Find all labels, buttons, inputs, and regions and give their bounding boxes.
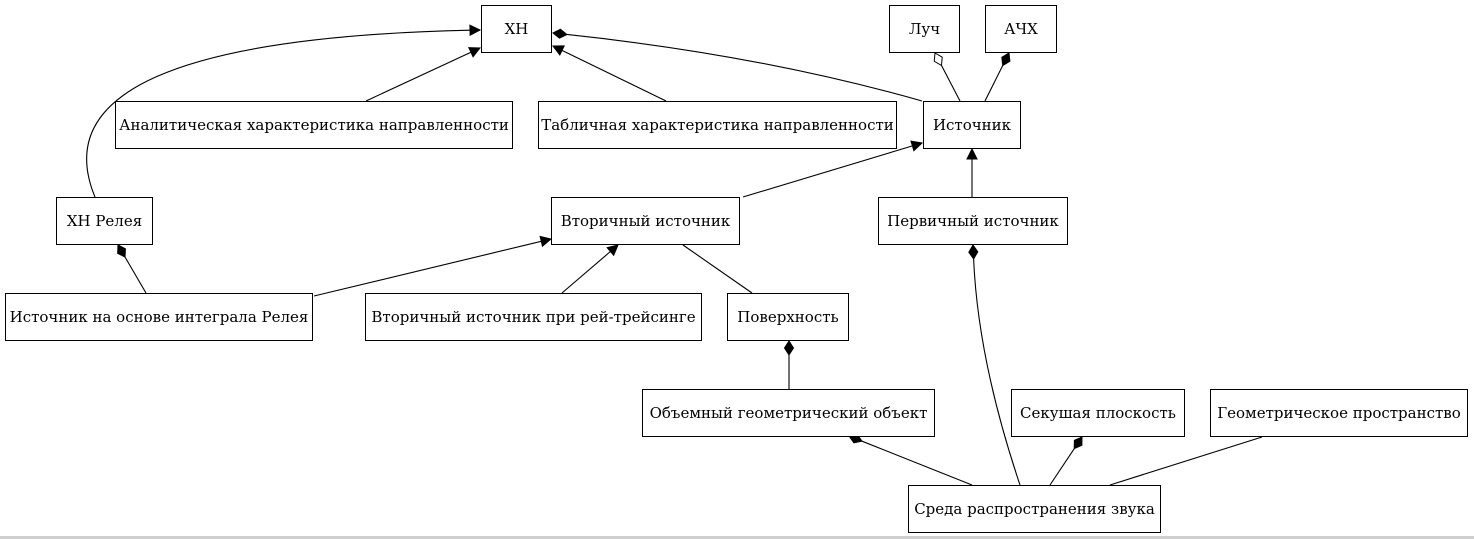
edge-secondary-to-source-line [742, 145, 913, 198]
edge-xn-rayleigh-to-xn [86, 24, 482, 198]
edge-secondary-to-surface-line [682, 244, 753, 294]
edge-source-to-achx-line [984, 65, 1004, 102]
node-volumetric-object[interactable]: Объемный геометрический объект [642, 389, 935, 437]
node-surface[interactable]: Поверхность [727, 293, 849, 341]
edge-rayleigh-source-to-secondary [313, 235, 553, 297]
edge-source-to-achx [984, 52, 1011, 102]
edge-medium-to-volume [848, 433, 973, 486]
edge-xn-rayleigh-to-xn-line [86, 29, 471, 198]
edge-source-to-achx-diamond [1001, 52, 1011, 67]
node-source[interactable]: Источник [923, 101, 1021, 149]
edge-primary-to-source [966, 147, 978, 197]
edge-medium-to-primary-line [973, 258, 1021, 486]
edge-raytracing-to-secondary-arrowhead [606, 244, 619, 257]
edge-source-to-xn [552, 28, 923, 102]
edge-secondary-to-surface [682, 244, 753, 294]
edge-analytic-to-xn [365, 47, 482, 102]
edge-secondary-to-source [742, 140, 924, 198]
edge-medium-to-plane [1049, 436, 1083, 486]
edge-medium-to-volume-line [861, 440, 973, 486]
bottom-divider [0, 536, 1474, 539]
node-table-directivity[interactable]: Табличная характеристика направленности [538, 101, 897, 149]
node-xn-rayleigh[interactable]: ХН Релея [56, 197, 153, 245]
node-xn[interactable]: ХН [481, 5, 552, 53]
edge-volume-to-surface [783, 340, 795, 389]
edge-rayleigh-source-to-xn-rayleigh-line [124, 256, 147, 294]
edge-source-to-luch-line [940, 65, 961, 102]
edge-medium-to-space-line [1109, 436, 1263, 486]
edge-raytracing-to-secondary [561, 244, 619, 294]
edge-table-to-xn [551, 45, 667, 102]
edge-medium-to-primary-diamond [968, 244, 979, 260]
edge-medium-to-plane-diamond [1073, 436, 1083, 450]
edge-rayleigh-source-to-secondary-line [313, 240, 542, 297]
edge-raytracing-to-secondary-line [561, 251, 611, 294]
node-rayleigh-integral-source[interactable]: Источник на основе интеграла Релея [5, 293, 313, 341]
edge-xn-rayleigh-to-xn-arrowhead [469, 24, 482, 37]
node-cutting-plane[interactable]: Секушая плоскость [1011, 389, 1185, 437]
edge-medium-to-plane-line [1049, 448, 1075, 486]
node-primary-source[interactable]: Первичный источник [878, 197, 1068, 245]
edge-analytic-to-xn-line [365, 51, 472, 102]
edge-table-to-xn-line [561, 49, 667, 102]
edge-medium-to-space [1109, 436, 1263, 486]
edge-rayleigh-source-to-secondary-arrowhead [539, 235, 553, 248]
node-achx[interactable]: АЧХ [985, 5, 1057, 53]
edge-medium-to-primary [968, 244, 1021, 486]
node-secondary-source[interactable]: Вторичный источник [551, 197, 740, 245]
node-analytic-directivity[interactable]: Аналитическая характеристика направленно… [115, 101, 513, 149]
node-propagation-medium[interactable]: Среда распространения звука [908, 485, 1161, 533]
node-geometric-space[interactable]: Геометрическое пространство [1210, 389, 1468, 437]
edge-source-to-xn-line [566, 33, 923, 102]
edge-source-to-xn-diamond [552, 28, 568, 39]
node-luch[interactable]: Луч [889, 5, 960, 53]
edge-source-to-luch [933, 52, 961, 102]
node-raytracing-secondary-source[interactable]: Вторичный источник при рей-трейсинге [365, 293, 702, 341]
edge-volume-to-surface-diamond [783, 340, 795, 356]
edge-primary-to-source-arrowhead [966, 147, 978, 160]
edge-analytic-to-xn-arrowhead [468, 47, 482, 58]
edge-source-to-luch-diamond [933, 52, 943, 67]
edge-table-to-xn-arrowhead [551, 45, 565, 56]
edge-rayleigh-source-to-xn-rayleigh [117, 244, 147, 294]
edge-rayleigh-source-to-xn-rayleigh-diamond [117, 244, 126, 258]
edge-secondary-to-source-arrowhead [910, 140, 924, 152]
